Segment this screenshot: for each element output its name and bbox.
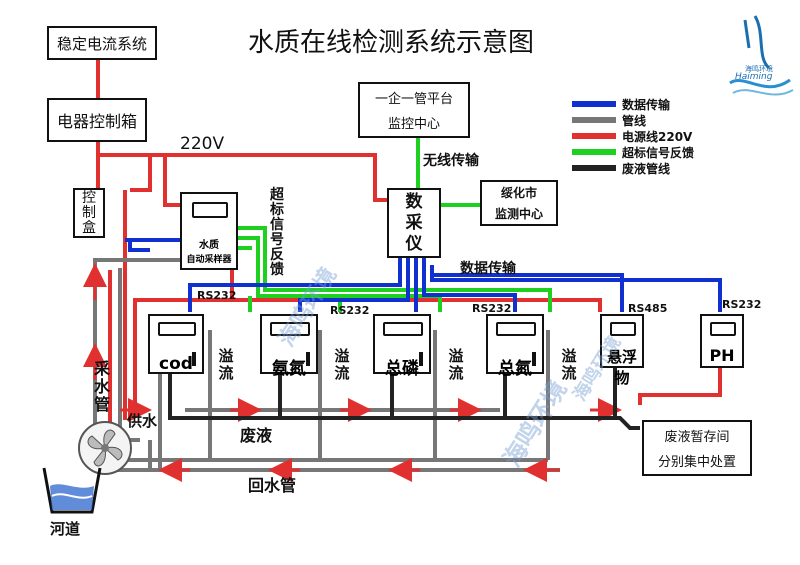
analyzer-handle (532, 352, 536, 366)
label-sampling-pipe: 采水管 (93, 359, 110, 414)
analyzer-handle (306, 352, 310, 366)
control-box: 控制盒 (73, 188, 105, 238)
label-river: 河道 (50, 520, 81, 538)
analyzer-label: cod (159, 354, 193, 374)
analyzer-cod: cod (148, 314, 204, 374)
label-rs232-cod: RS232 (197, 289, 237, 302)
analyzer-label: 总氮 (498, 359, 532, 379)
analyzer-label: 总磷 (385, 359, 419, 379)
label-over-signal: 超标信号反馈 (270, 187, 284, 278)
label-overflow-3: 溢流 (448, 347, 464, 382)
legend-item: 管线 (572, 112, 646, 128)
label-rs232-nh: RS232 (330, 304, 370, 317)
control-cabinet-box: 电器控制箱 (47, 98, 147, 142)
control-box-label: 控制盒 (82, 189, 96, 236)
waste-storage-line2: 分别集中处置 (657, 455, 736, 470)
legend-label: 数据传输 (622, 97, 671, 112)
legend-swatch (572, 165, 616, 171)
analyzer-screen (710, 322, 736, 336)
daq-box: 数采仪 (387, 188, 441, 258)
legend-item: 废液管线 (572, 160, 670, 176)
river-icon (42, 467, 102, 514)
flow-arrows (83, 263, 622, 482)
platform-line1: 一企一管平台 (374, 92, 453, 107)
legend-item: 数据传输 (572, 96, 670, 112)
analyzer-ammonia: 氨氮 (260, 314, 318, 379)
label-overflow-2: 溢流 (334, 347, 350, 382)
analyzer-handle (419, 352, 423, 366)
legend-item: 超标信号反馈 (572, 144, 694, 160)
label-220v: 220V (180, 134, 225, 154)
legend-label: 电源线220V (622, 129, 693, 144)
label-return-pipe: 回水管 (248, 476, 297, 495)
analyzer-screen (610, 322, 636, 336)
label-wireless: 无线传输 (423, 153, 479, 169)
waste-lines (168, 368, 640, 430)
page-title: 水质在线检测系统示意图 (248, 28, 535, 58)
logo-latin: Haiming (735, 72, 773, 82)
label-overflow-4: 溢流 (561, 347, 577, 382)
logo: 海鸣环境 Haiming (725, 8, 795, 103)
analyzer-label: 悬浮物 (606, 348, 637, 387)
analyzer-handle (192, 352, 196, 366)
waste-storage-box: 废液暂存间 分别集中处置 (642, 420, 752, 476)
legend-label: 废液管线 (622, 161, 671, 176)
legend-item: 电源线220V (572, 128, 692, 144)
legend-swatch (572, 101, 616, 107)
daq-label: 数采仪 (405, 191, 423, 254)
label-rs232-ph: RS232 (722, 298, 762, 311)
sampler-line2: 自动采样器 (186, 255, 232, 265)
signal-lines (235, 138, 552, 312)
city-center-box: 绥化市 监测中心 (480, 180, 558, 226)
stable-power-box: 稳定电流系统 (47, 26, 157, 60)
legend-swatch (572, 149, 616, 155)
analyzer-screen (383, 322, 423, 336)
sampler-line1: 水质 (199, 240, 219, 251)
waste-storage-line1: 废液暂存间 (664, 430, 730, 445)
label-rs485: RS485 (628, 302, 668, 315)
logo-text: 海鸣环境 (745, 65, 773, 73)
label-waste-liquid: 废液 (240, 426, 273, 445)
pump-icon (78, 421, 132, 475)
analyzer-total-phosphorus: 总磷 (373, 314, 431, 379)
analyzer-ph: PH (700, 314, 744, 368)
legend-swatch (572, 133, 616, 139)
analyzer-label: 氨氮 (272, 359, 306, 379)
analyzer-screen (496, 322, 536, 336)
logo-wave-icon (729, 15, 794, 96)
sampler-device: 水质 自动采样器 (180, 192, 238, 270)
data-lines (125, 238, 722, 312)
platform-box: 一企一管平台 监控中心 (358, 82, 470, 138)
label-overflow-1: 溢流 (218, 347, 234, 382)
label-supply-water: 供水 (127, 412, 158, 430)
legend-swatch (572, 117, 616, 123)
analyzer-label: PH (709, 346, 735, 365)
label-rs232-tn: RS232 (472, 302, 512, 315)
sampler-screen (192, 202, 228, 218)
city-center-line1: 绥化市 (500, 186, 537, 200)
legend-label: 管线 (622, 113, 647, 128)
analyzer-suspended-solids: 悬浮物 (600, 314, 644, 387)
analyzer-total-nitrogen: 总氮 (486, 314, 544, 379)
platform-line2: 监控中心 (387, 117, 440, 132)
city-center-line2: 监测中心 (494, 207, 543, 221)
label-data-transfer: 数据传输 (460, 261, 516, 277)
analyzer-screen (158, 322, 196, 336)
legend-label: 超标信号反馈 (622, 145, 695, 160)
analyzer-screen (270, 322, 310, 336)
